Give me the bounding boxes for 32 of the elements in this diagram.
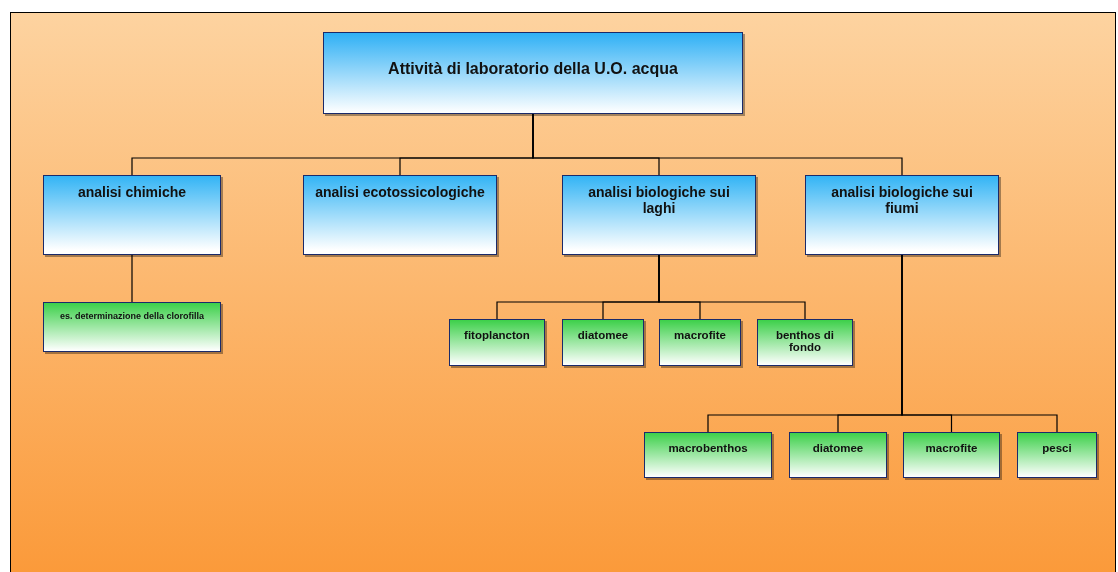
box-label: diatomee bbox=[812, 442, 864, 454]
title-box bbox=[323, 32, 743, 114]
box-label: diatomee bbox=[577, 329, 629, 341]
category-box bbox=[805, 175, 999, 255]
box-label: analisi biologiche sui laghi bbox=[587, 184, 731, 216]
box-label: pesci bbox=[1042, 442, 1072, 454]
category-box bbox=[303, 175, 497, 255]
box-label: analisi ecotossicologiche bbox=[315, 184, 485, 200]
item-box bbox=[903, 432, 1000, 478]
item-box bbox=[789, 432, 887, 478]
connector-line bbox=[901, 254, 1058, 433]
connector-line bbox=[532, 113, 903, 176]
item-box bbox=[449, 319, 545, 366]
box-label: macrobenthos bbox=[668, 442, 748, 454]
box-label: fitoplancton bbox=[464, 329, 530, 341]
box-label: es. determinazione della clorofilla bbox=[59, 311, 204, 321]
box-label: macrofite bbox=[925, 442, 978, 454]
box-label: analisi chimiche bbox=[77, 184, 187, 200]
item-box bbox=[562, 319, 644, 366]
item-box bbox=[43, 302, 221, 352]
box-label: analisi biologiche sui fiumi bbox=[830, 184, 974, 216]
box-label: benthos di fondo bbox=[774, 329, 836, 353]
box-label: Attività di laboratorio della U.O. acqua bbox=[388, 60, 678, 78]
category-box bbox=[43, 175, 221, 255]
category-box bbox=[562, 175, 756, 255]
item-box bbox=[1017, 432, 1097, 478]
item-box bbox=[659, 319, 741, 366]
item-box bbox=[757, 319, 853, 366]
item-box bbox=[644, 432, 772, 478]
connector-line bbox=[658, 254, 806, 320]
box-label: macrofite bbox=[674, 329, 726, 341]
connector-line bbox=[131, 254, 133, 303]
